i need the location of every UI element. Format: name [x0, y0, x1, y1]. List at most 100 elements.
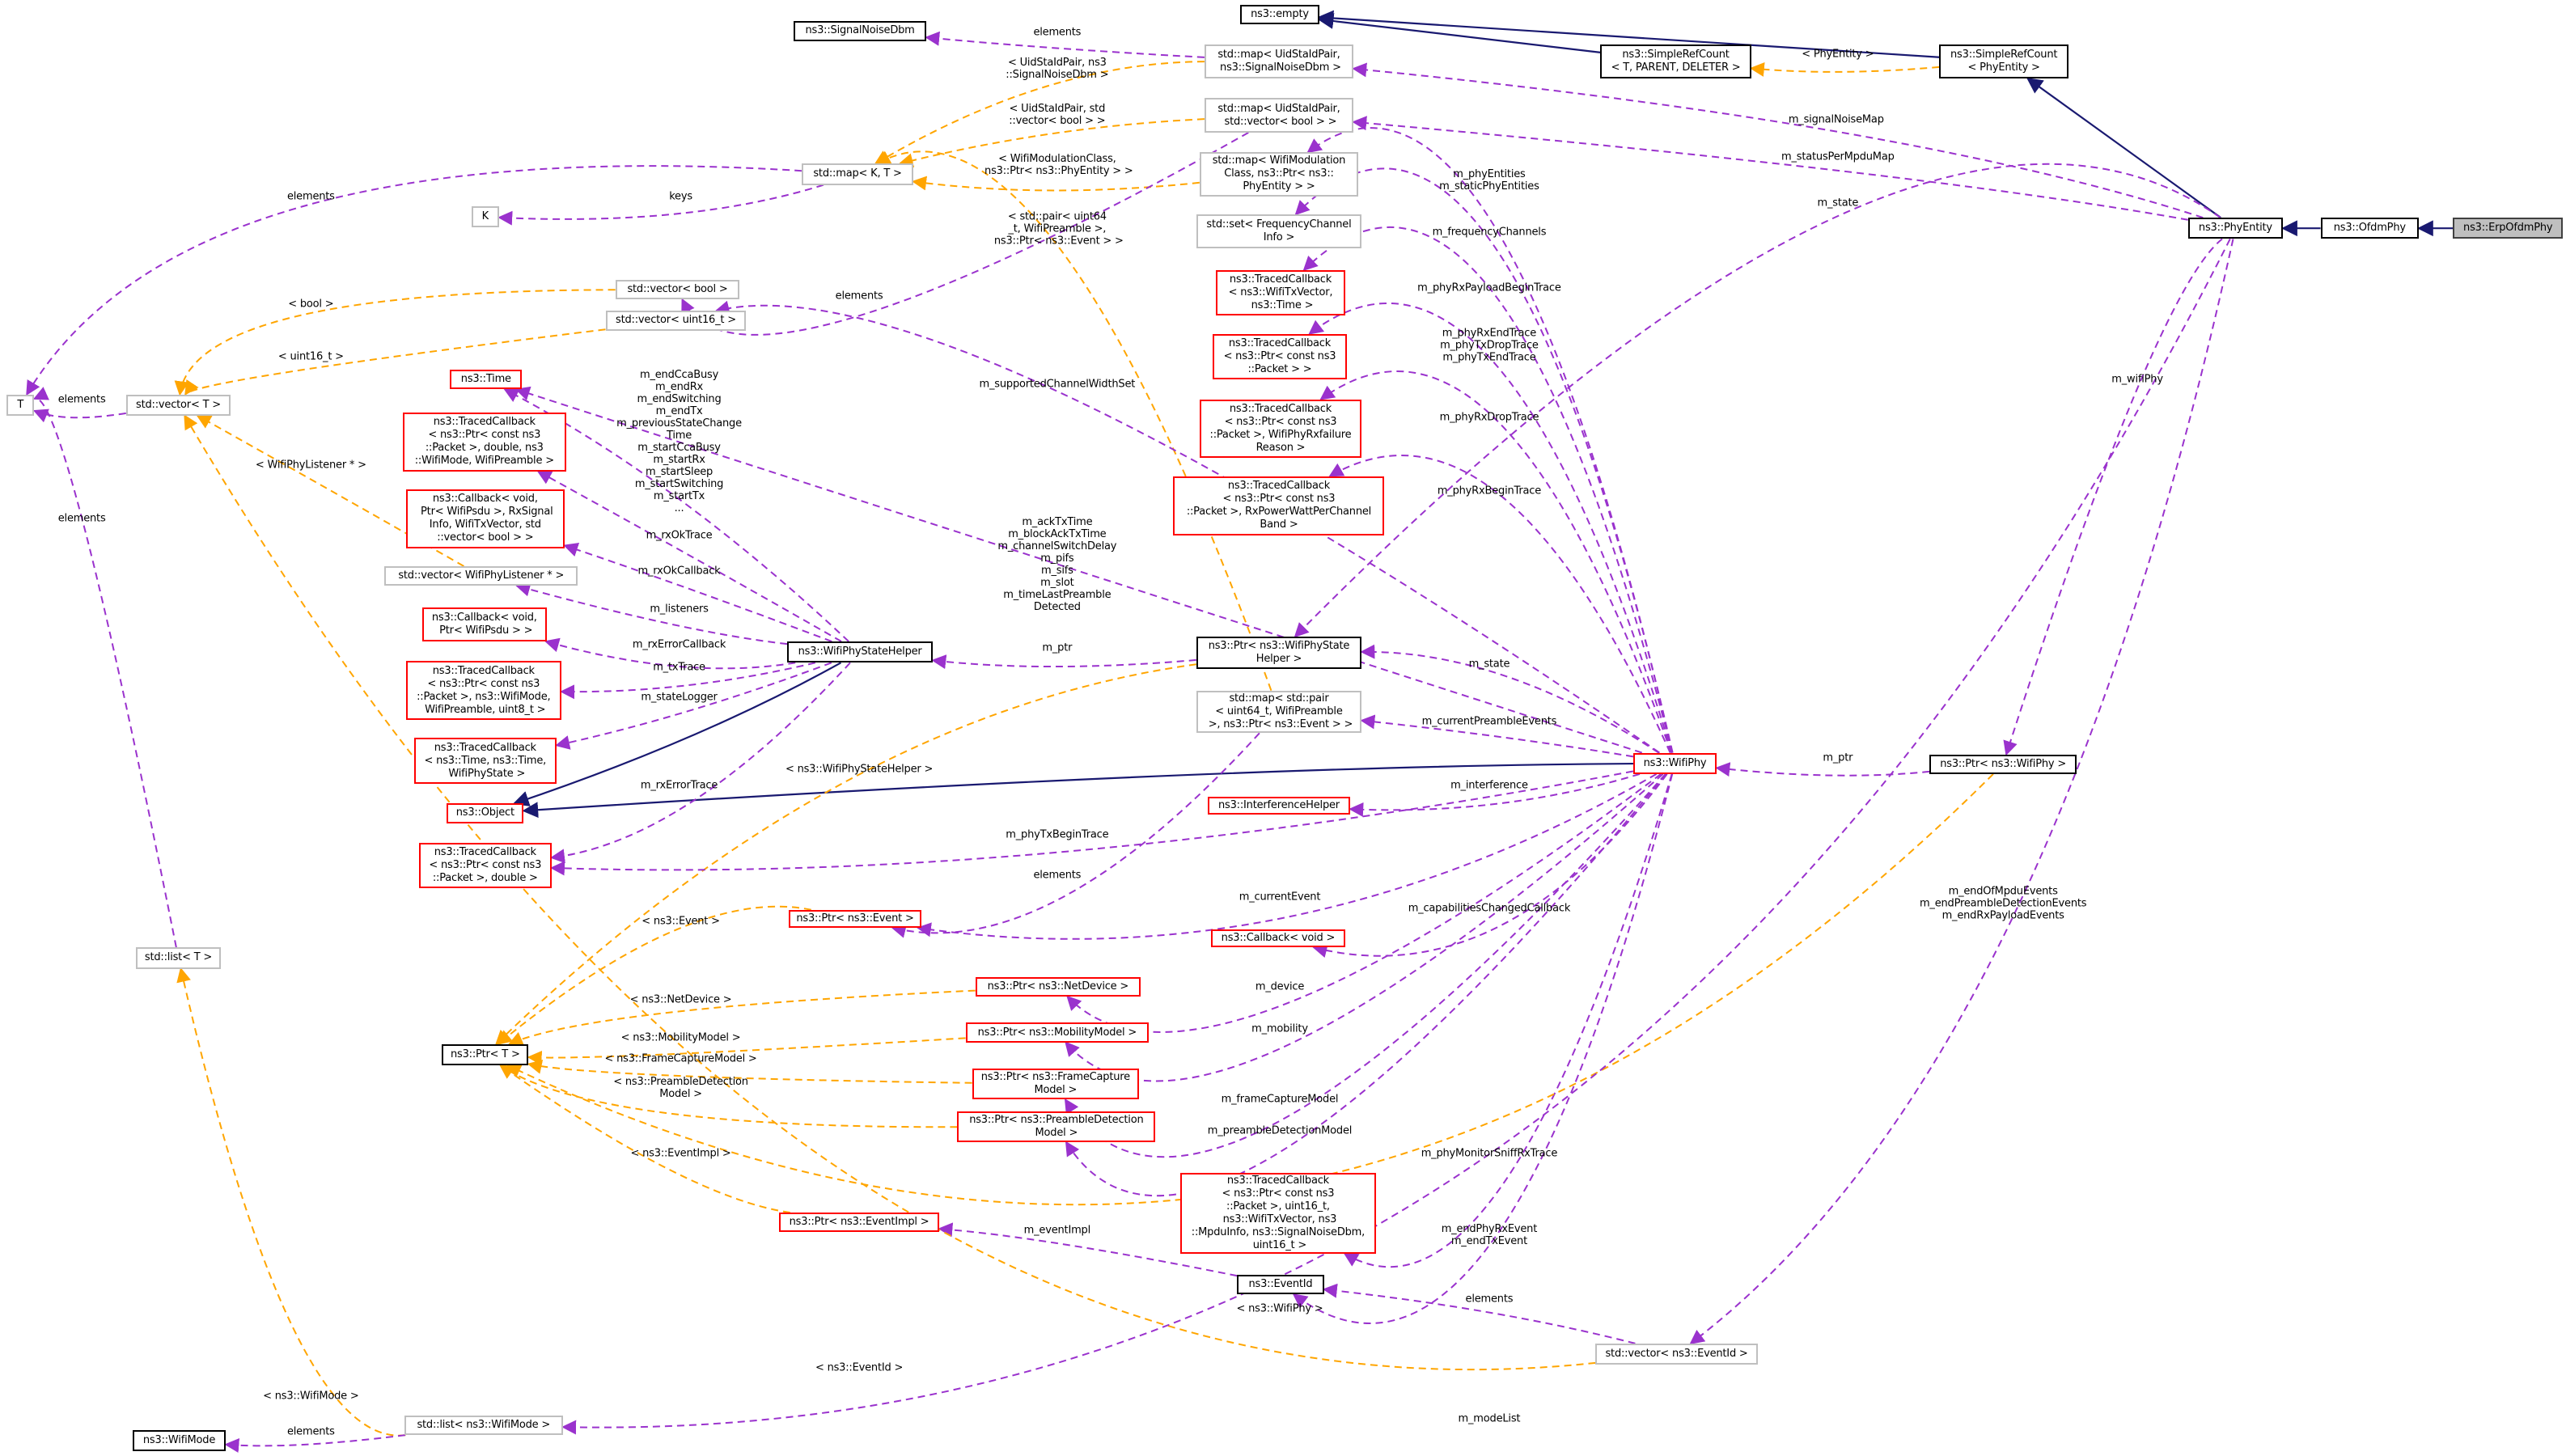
- class-node-vec-bool[interactable]: std::vector< bool >: [615, 279, 740, 300]
- class-node-phyentity[interactable]: ns3::PhyEntity: [2187, 218, 2284, 239]
- edge-label: m_phyTxBeginTrace: [1006, 828, 1109, 841]
- member-edge: [1065, 773, 1667, 1197]
- class-node-tc-pow[interactable]: ns3::TracedCallback < ns3::Ptr< const ns…: [1173, 476, 1385, 535]
- edge-label: m_phyRxBeginTrace: [1437, 485, 1542, 497]
- member-edge: [891, 732, 1260, 938]
- class-node-tc-tx[interactable]: ns3::TracedCallback < ns3::Ptr< const ns…: [405, 661, 561, 721]
- class-node-tc-sniff[interactable]: ns3::TracedCallback < ns3::Ptr< const ns…: [1179, 1173, 1377, 1254]
- edge-label: m_phyRxEndTrace m_phyTxDropTrace m_phyTx…: [1440, 327, 1539, 364]
- edge-label: m_device: [1255, 980, 1305, 993]
- class-node-ptr-event[interactable]: ns3::Ptr< ns3::Event >: [789, 909, 921, 929]
- template-edge: [506, 773, 1994, 1206]
- class-node-vec-t[interactable]: std::vector< T >: [125, 394, 231, 416]
- class-node-erpofdmphy[interactable]: ns3::ErpOfdmPhy: [2453, 218, 2563, 239]
- class-node-vec-u16[interactable]: std::vector< uint16_t >: [605, 311, 747, 331]
- class-node-empty[interactable]: ns3::empty: [1240, 5, 1319, 25]
- class-node-wifimode[interactable]: ns3::WifiMode: [132, 1430, 227, 1452]
- inherit-edge: [1317, 13, 1601, 53]
- template-edge: [495, 663, 1196, 1045]
- member-edge: [916, 773, 1658, 940]
- class-node-map-pair[interactable]: std::map< std::pair < uint64_t, WifiPrea…: [1196, 690, 1362, 734]
- class-node-wpsh[interactable]: ns3::WifiPhyStateHelper: [787, 641, 934, 663]
- class-node-list-t[interactable]: std::list< T >: [135, 947, 222, 969]
- edge-label: < std::pair< uint64 _t, WifiPreamble >, …: [993, 210, 1124, 248]
- class-node-ptr-nd[interactable]: ns3::Ptr< ns3::NetDevice >: [975, 976, 1141, 997]
- edge-label: elements: [286, 190, 335, 203]
- member-edge: [1328, 455, 1671, 753]
- class-node-eventid[interactable]: ns3::EventId: [1237, 1274, 1324, 1295]
- class-node-map-vb[interactable]: std::map< UidStaIdPair, std::vector< boo…: [1204, 98, 1353, 133]
- class-node-ptr-pdm[interactable]: ns3::Ptr< ns3::PreambleDetection Model >: [957, 1111, 1156, 1143]
- member-edge: [224, 1434, 406, 1453]
- template-edge: [499, 1064, 790, 1214]
- member-edge: [1322, 1283, 1636, 1344]
- edge-label: m_currentEvent: [1239, 891, 1321, 904]
- edge-label: m_frameCaptureModel: [1221, 1093, 1339, 1106]
- class-node-cb-rxok[interactable]: ns3::Callback< void, Ptr< WifiPsdu >, Rx…: [405, 489, 565, 548]
- inherit-edge: [1317, 10, 1940, 58]
- member-edge: [32, 408, 126, 423]
- member-edge: [938, 1222, 1238, 1277]
- class-node-list-wm[interactable]: std::list< ns3::WifiMode >: [404, 1415, 563, 1436]
- class-node-object[interactable]: ns3::Object: [447, 803, 524, 823]
- edge-label: m_stateLogger: [641, 691, 718, 704]
- member-edge: [925, 31, 1205, 58]
- member-edge: [555, 662, 832, 750]
- template-edge: [875, 150, 1272, 692]
- class-node-wifiphy[interactable]: ns3::WifiPhy: [1632, 752, 1717, 774]
- class-node-tc-pd[interactable]: ns3::TracedCallback < ns3::Ptr< const ns…: [418, 842, 552, 889]
- member-edge: [514, 386, 1643, 754]
- class-node-time[interactable]: ns3::Time: [450, 370, 523, 390]
- template-edge: [898, 118, 1205, 168]
- class-node-src-pe[interactable]: ns3::SimpleRefCount < PhyEntity >: [1939, 44, 2069, 79]
- edge-label: m_wifiPhy: [2111, 373, 2163, 386]
- member-edge: [1308, 303, 1673, 753]
- class-node-t[interactable]: T: [6, 394, 35, 416]
- edge-label: < ns3::EventImpl >: [630, 1147, 731, 1160]
- class-node-ptr-ei[interactable]: ns3::Ptr< ns3::EventImpl >: [778, 1213, 940, 1233]
- class-node-tc-state[interactable]: ns3::TracedCallback < ns3::Time, ns3::Ti…: [413, 738, 557, 784]
- edge-label: elements: [1033, 26, 1082, 39]
- class-node-cb-void[interactable]: ns3::Callback< void >: [1211, 929, 1345, 948]
- edge-label: m_listeners: [650, 603, 709, 616]
- class-node-ptr-fcm[interactable]: ns3::Ptr< ns3::FrameCapture Model >: [972, 1069, 1139, 1100]
- class-node-tc-rxok[interactable]: ns3::TracedCallback < ns3::Ptr< const ns…: [402, 412, 566, 472]
- member-edge: [561, 238, 2231, 1435]
- class-node-set-fci[interactable]: std::set< FrequencyChannel Info >: [1196, 214, 1362, 249]
- class-node-vec-lst[interactable]: std::vector< WifiPhyListener * >: [384, 565, 578, 586]
- edge-label: m_state: [1817, 197, 1859, 210]
- member-edge: [32, 387, 177, 948]
- member-edge: [1689, 239, 2234, 1344]
- class-node-ih[interactable]: ns3::InterferenceHelper: [1207, 797, 1350, 815]
- class-node-tc-pkt[interactable]: ns3::TracedCallback < ns3::Ptr< const ns…: [1213, 333, 1347, 380]
- member-edge: [1360, 644, 1659, 754]
- edge-label: < bool >: [288, 298, 334, 311]
- member-edge: [536, 470, 842, 642]
- edge-label: elements: [57, 512, 106, 525]
- class-node-ptr-mm[interactable]: ns3::Ptr< ns3::MobilityModel >: [965, 1022, 1150, 1043]
- class-node-tc-txv[interactable]: ns3::TracedCallback < ns3::WifiTxVector,…: [1216, 269, 1345, 316]
- class-node-src-t[interactable]: ns3::SimpleRefCount < T, PARENT, DELETER…: [1600, 44, 1751, 79]
- edge-label: < ns3::WifiPhy >: [1236, 1302, 1323, 1315]
- class-node-snd[interactable]: ns3::SignalNoiseDbm: [794, 21, 926, 41]
- member-edge: [1312, 773, 1668, 959]
- edge-label: m_endPhyRxEvent m_endTxEvent: [1441, 1223, 1538, 1248]
- class-node-ptr-wifiphy[interactable]: ns3::Ptr< ns3::WifiPhy >: [1929, 754, 2077, 774]
- class-node-ptr-wpsh[interactable]: ns3::Ptr< ns3::WifiPhyState Helper >: [1196, 636, 1362, 670]
- edge-label: m_rxErrorTrace: [640, 779, 718, 792]
- class-node-vec-eid[interactable]: std::vector< ns3::EventId >: [1595, 1343, 1758, 1365]
- edge-label: elements: [835, 290, 883, 303]
- class-node-ptr-t[interactable]: ns3::Ptr< T >: [442, 1043, 529, 1065]
- member-edge: [498, 184, 824, 226]
- class-node-k[interactable]: K: [471, 205, 499, 228]
- class-node-map-wmc[interactable]: std::map< WifiModulation Class, ns3::Ptr…: [1199, 152, 1359, 197]
- class-node-map-snd[interactable]: std::map< UidStaIdPair, ns3::SignalNoise…: [1204, 44, 1353, 79]
- class-node-ofdmphy[interactable]: ns3::OfdmPhy: [2320, 218, 2419, 239]
- template-edge: [527, 1060, 972, 1084]
- class-node-cb-err[interactable]: ns3::Callback< void, Ptr< WifiPsdu > >: [421, 607, 547, 641]
- edge-label: m_capabilitiesChangedCallback: [1408, 902, 1571, 915]
- class-node-map-kt[interactable]: std::map< K, T >: [802, 163, 913, 185]
- class-node-tc-fail[interactable]: ns3::TracedCallback < ns3::Ptr< const ns…: [1199, 399, 1362, 459]
